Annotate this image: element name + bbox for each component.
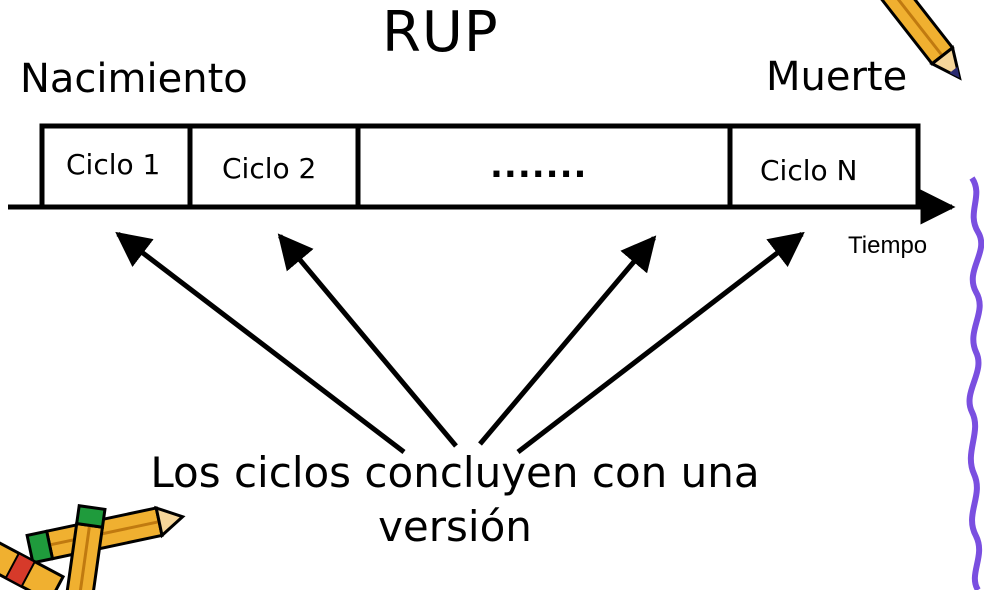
cycle-boxes	[39, 123, 921, 210]
arrow-to-cycle-n	[516, 231, 805, 454]
pencil-icon	[874, 0, 962, 81]
cycle-label-2: Ciclo 2	[222, 152, 317, 185]
arrow-to-cycle-1	[115, 231, 406, 454]
cycle-label-n: Ciclo N	[760, 154, 858, 187]
cycle-arrows	[115, 231, 805, 454]
cycle-label-ellipsis: .......	[490, 146, 588, 186]
axis-label: Tiempo	[848, 232, 928, 259]
caption: Los ciclos concluyen con una versión	[150, 448, 760, 551]
cycle-label-1: Ciclo 1	[66, 148, 161, 181]
cycle-box-n	[727, 123, 921, 210]
arrow-to-ellipsis	[478, 235, 657, 446]
pencil-icon	[0, 504, 186, 590]
diagram-title: RUP	[382, 0, 499, 65]
squiggle-border-right	[966, 176, 984, 590]
start-label: Nacimiento	[20, 56, 248, 102]
end-label: Muerte	[766, 54, 908, 100]
arrow-to-cycle-2	[277, 233, 458, 448]
